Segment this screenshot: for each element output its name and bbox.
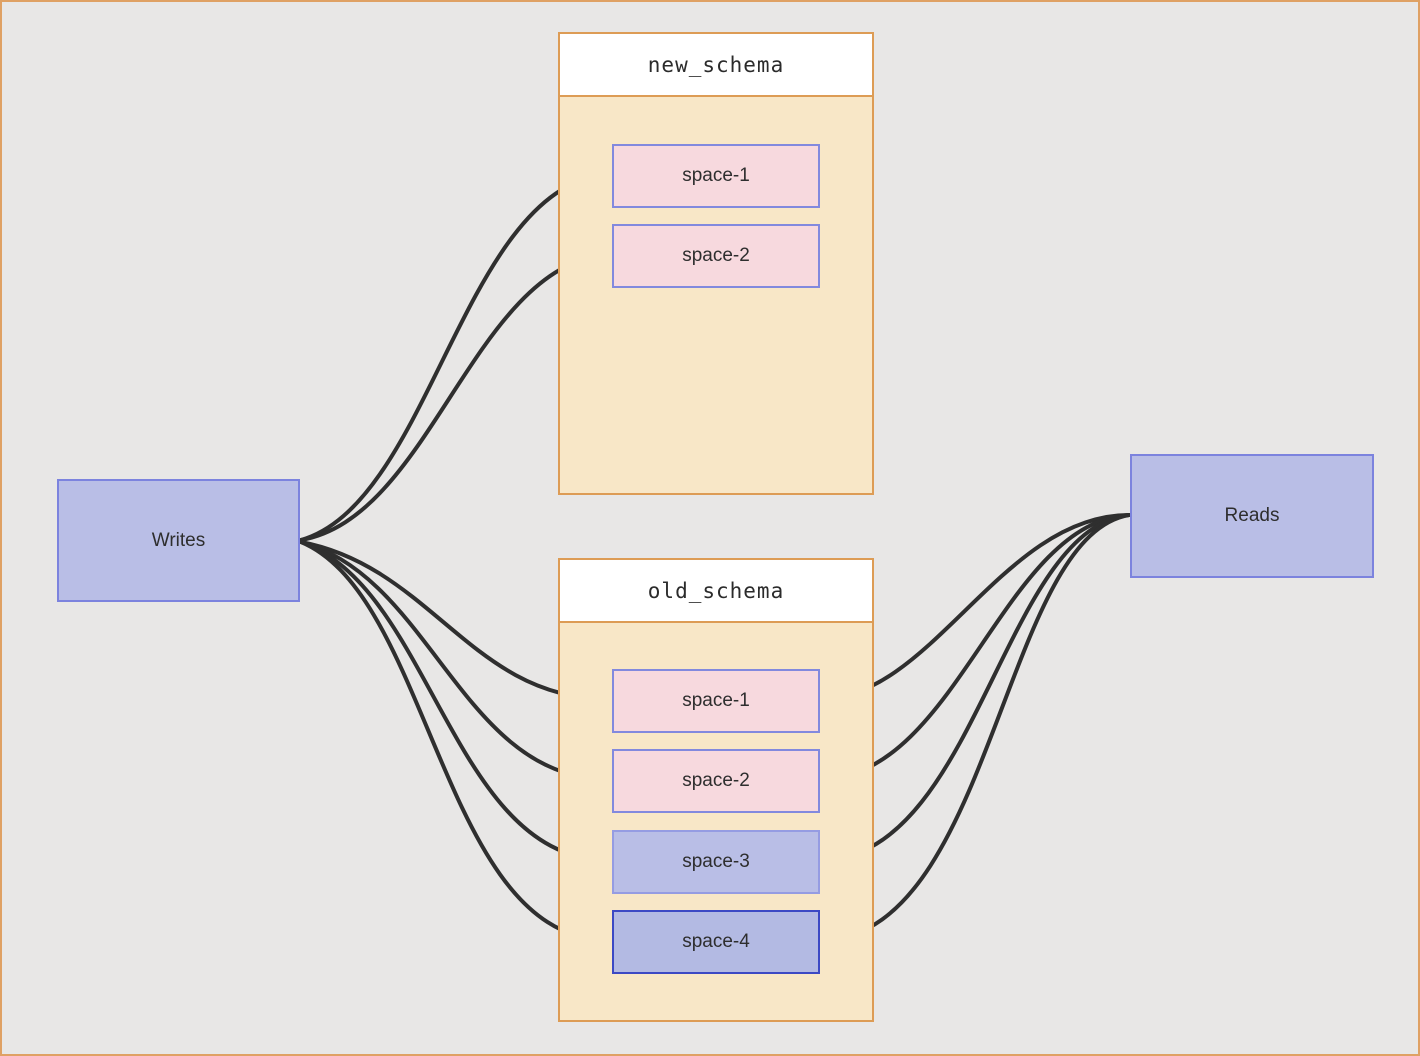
space-label: space-1 xyxy=(682,165,750,186)
old-schema-title: old_schema xyxy=(560,560,872,623)
old-schema-space-2: space-2 xyxy=(612,749,820,813)
space-label: space-4 xyxy=(682,931,750,952)
new-schema-container: new_schema space-1 space-2 xyxy=(558,32,874,495)
old-schema-space-1: space-1 xyxy=(612,669,820,733)
old-schema-space-4: space-4 xyxy=(612,910,820,974)
new-schema-space-2: space-2 xyxy=(612,224,820,288)
writes-node: Writes xyxy=(57,479,300,602)
new-schema-space-1: space-1 xyxy=(612,144,820,208)
space-label: space-2 xyxy=(682,245,750,266)
old-schema-space-3: space-3 xyxy=(612,830,820,894)
space-label: space-1 xyxy=(682,690,750,711)
writes-node-label: Writes xyxy=(151,529,206,551)
space-label: space-2 xyxy=(682,770,750,791)
space-label: space-3 xyxy=(682,851,750,872)
old-schema-container: old_schema space-1 space-2 space-3 space… xyxy=(558,558,874,1022)
reads-node-label: Reads xyxy=(1224,505,1280,526)
new-schema-title: new_schema xyxy=(560,34,872,97)
reads-node: Reads xyxy=(1130,454,1374,578)
